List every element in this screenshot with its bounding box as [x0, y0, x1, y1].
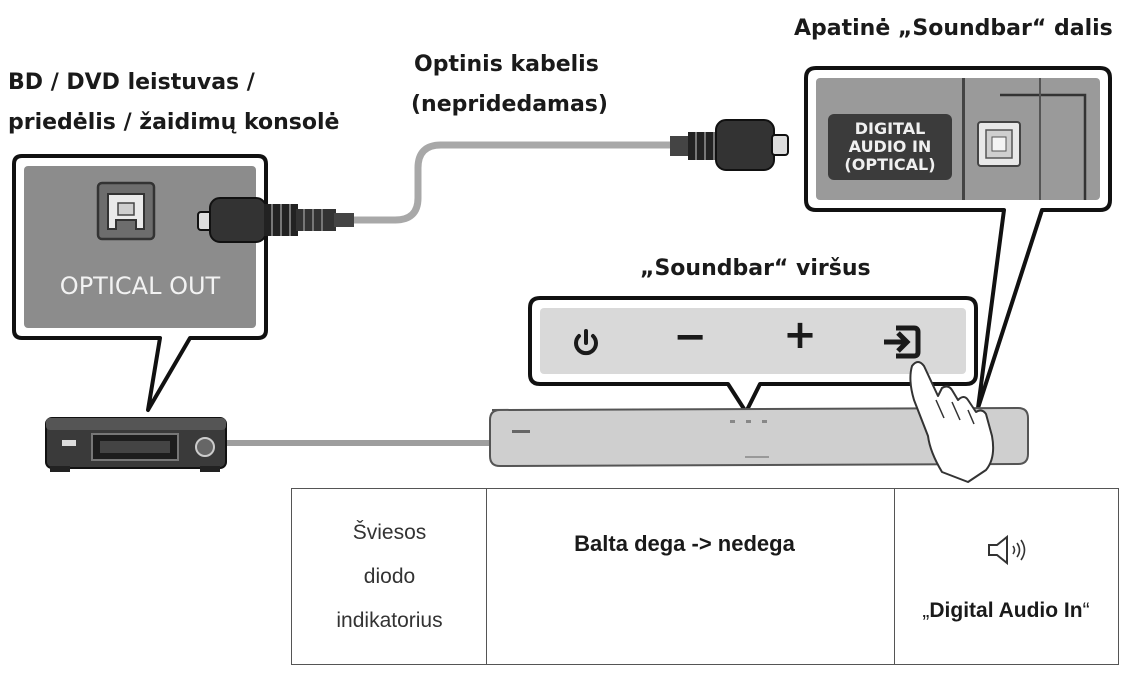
led-label: Šviesos diodo indikatorius — [292, 511, 487, 643]
mode-prefix: „ — [922, 599, 930, 622]
digital-audio-in-line3: (OPTICAL) — [844, 155, 936, 174]
bd-dvd-player — [45, 417, 227, 472]
led-label-line2: diodo — [363, 565, 416, 588]
led-label-cell: Šviesos diodo indikatorius — [292, 489, 487, 664]
optical-out-label: OPTICAL OUT — [59, 272, 221, 300]
source-device-label-line2: priedėlis / žaidimų konsolė — [8, 110, 340, 135]
led-status-text: Balta dega -> nedega — [574, 531, 795, 556]
optical-plug-right — [670, 119, 789, 171]
led-label-line3: indikatorius — [336, 609, 443, 632]
soundbar — [489, 406, 1029, 468]
speaker-icon — [988, 534, 1026, 566]
soundbar-top-label: „Soundbar“ viršus — [640, 256, 871, 281]
mode-name: Digital Audio In — [929, 599, 1083, 622]
cable-label-line2: (nepridedamas) — [411, 92, 608, 117]
optical-cable — [352, 141, 672, 224]
mode-suffix: “ — [1082, 599, 1090, 622]
soundbar-top-callout — [528, 296, 978, 414]
volume-down-button[interactable]: − — [673, 314, 707, 360]
digital-audio-in-callout — [804, 66, 1112, 410]
led-label-line1: Šviesos — [352, 521, 427, 544]
optical-plug-left — [197, 197, 354, 243]
digital-audio-in-label: DIGITAL AUDIO IN (OPTICAL) — [828, 120, 952, 174]
source-input-icon — [884, 325, 921, 359]
power-button[interactable] — [568, 324, 604, 360]
power-icon — [574, 329, 598, 356]
digital-audio-in-line2: AUDIO IN — [848, 137, 932, 156]
cable-label-line1: Optinis kabelis — [414, 52, 599, 77]
source-button[interactable] — [880, 322, 924, 362]
digital-audio-in-line1: DIGITAL — [854, 119, 926, 138]
led-display-cell — [487, 489, 895, 664]
hand-icon — [909, 361, 995, 483]
source-device-label-line1: BD / DVD leistuvas / — [8, 70, 255, 95]
status-table: Šviesos diodo indikatorius „Digital Audi… — [291, 488, 1119, 665]
soundbar-bottom-label: Apatinė „Soundbar“ dalis — [794, 16, 1113, 41]
mode-cell: „Digital Audio In“ — [895, 489, 1117, 664]
mode-label: „Digital Audio In“ — [895, 599, 1117, 623]
volume-up-button[interactable]: + — [783, 312, 817, 358]
